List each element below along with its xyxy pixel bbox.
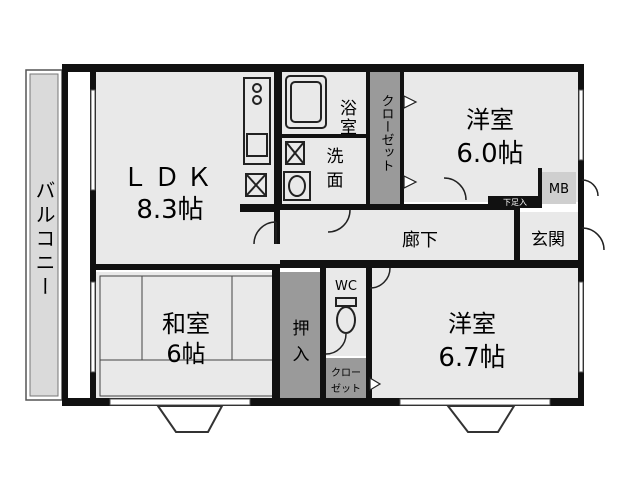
wash-basin <box>283 171 311 201</box>
closet-upper-fill <box>370 70 402 204</box>
closet-lower-label-line2: ゼット <box>331 383 361 395</box>
mb-fill <box>542 172 576 204</box>
washitsu-area <box>96 272 278 400</box>
oshiire-label-line2: 入 <box>293 345 310 365</box>
yoshitsu-lower-area <box>370 268 578 402</box>
mb-label: MB <box>549 182 569 197</box>
shoe-box-label: 下足入 <box>503 198 527 207</box>
entrance-label: 玄関 <box>531 230 565 250</box>
washitsu-name: 和室 <box>162 310 210 338</box>
closet-lower-fill <box>324 358 368 402</box>
washer-box <box>245 141 305 197</box>
wash-label-line1: 洗 <box>327 147 344 167</box>
closet-door-markers <box>369 95 418 392</box>
balcony <box>25 69 63 401</box>
walls <box>62 64 584 406</box>
ldk-size: 8.3帖 <box>136 195 203 225</box>
yoshitsu-upper-name: 洋室 <box>466 106 514 134</box>
windows <box>90 89 584 406</box>
bay-windows <box>156 405 516 433</box>
yoshitsu-upper-size: 6.0帖 <box>456 139 523 169</box>
closet-upper-label: クローゼット <box>379 94 395 172</box>
oshiire-label-line1: 押 <box>293 319 310 339</box>
yoshitsu-lower-name: 洋室 <box>448 310 496 338</box>
balcony-label: バルコニー <box>32 180 56 300</box>
ldk-name: ＬＤＫ <box>122 163 218 193</box>
oshiire-fill <box>278 272 324 402</box>
yoshitsu-lower-size: 6.7帖 <box>438 343 505 373</box>
bath-label: 浴室 <box>336 99 357 137</box>
hallway-area <box>280 208 516 264</box>
kitchen-counter <box>243 77 271 165</box>
toilet <box>335 297 357 334</box>
door-swings <box>253 177 605 355</box>
bathtub <box>285 75 327 129</box>
entrance-area <box>518 212 578 264</box>
closet-lower-label-line1: クロー <box>331 367 361 379</box>
wc-label: WC <box>335 279 357 294</box>
washitsu-size: 6帖 <box>166 340 205 368</box>
wash-label-line2: 面 <box>327 171 344 191</box>
hallway-label: 廊下 <box>402 230 438 251</box>
